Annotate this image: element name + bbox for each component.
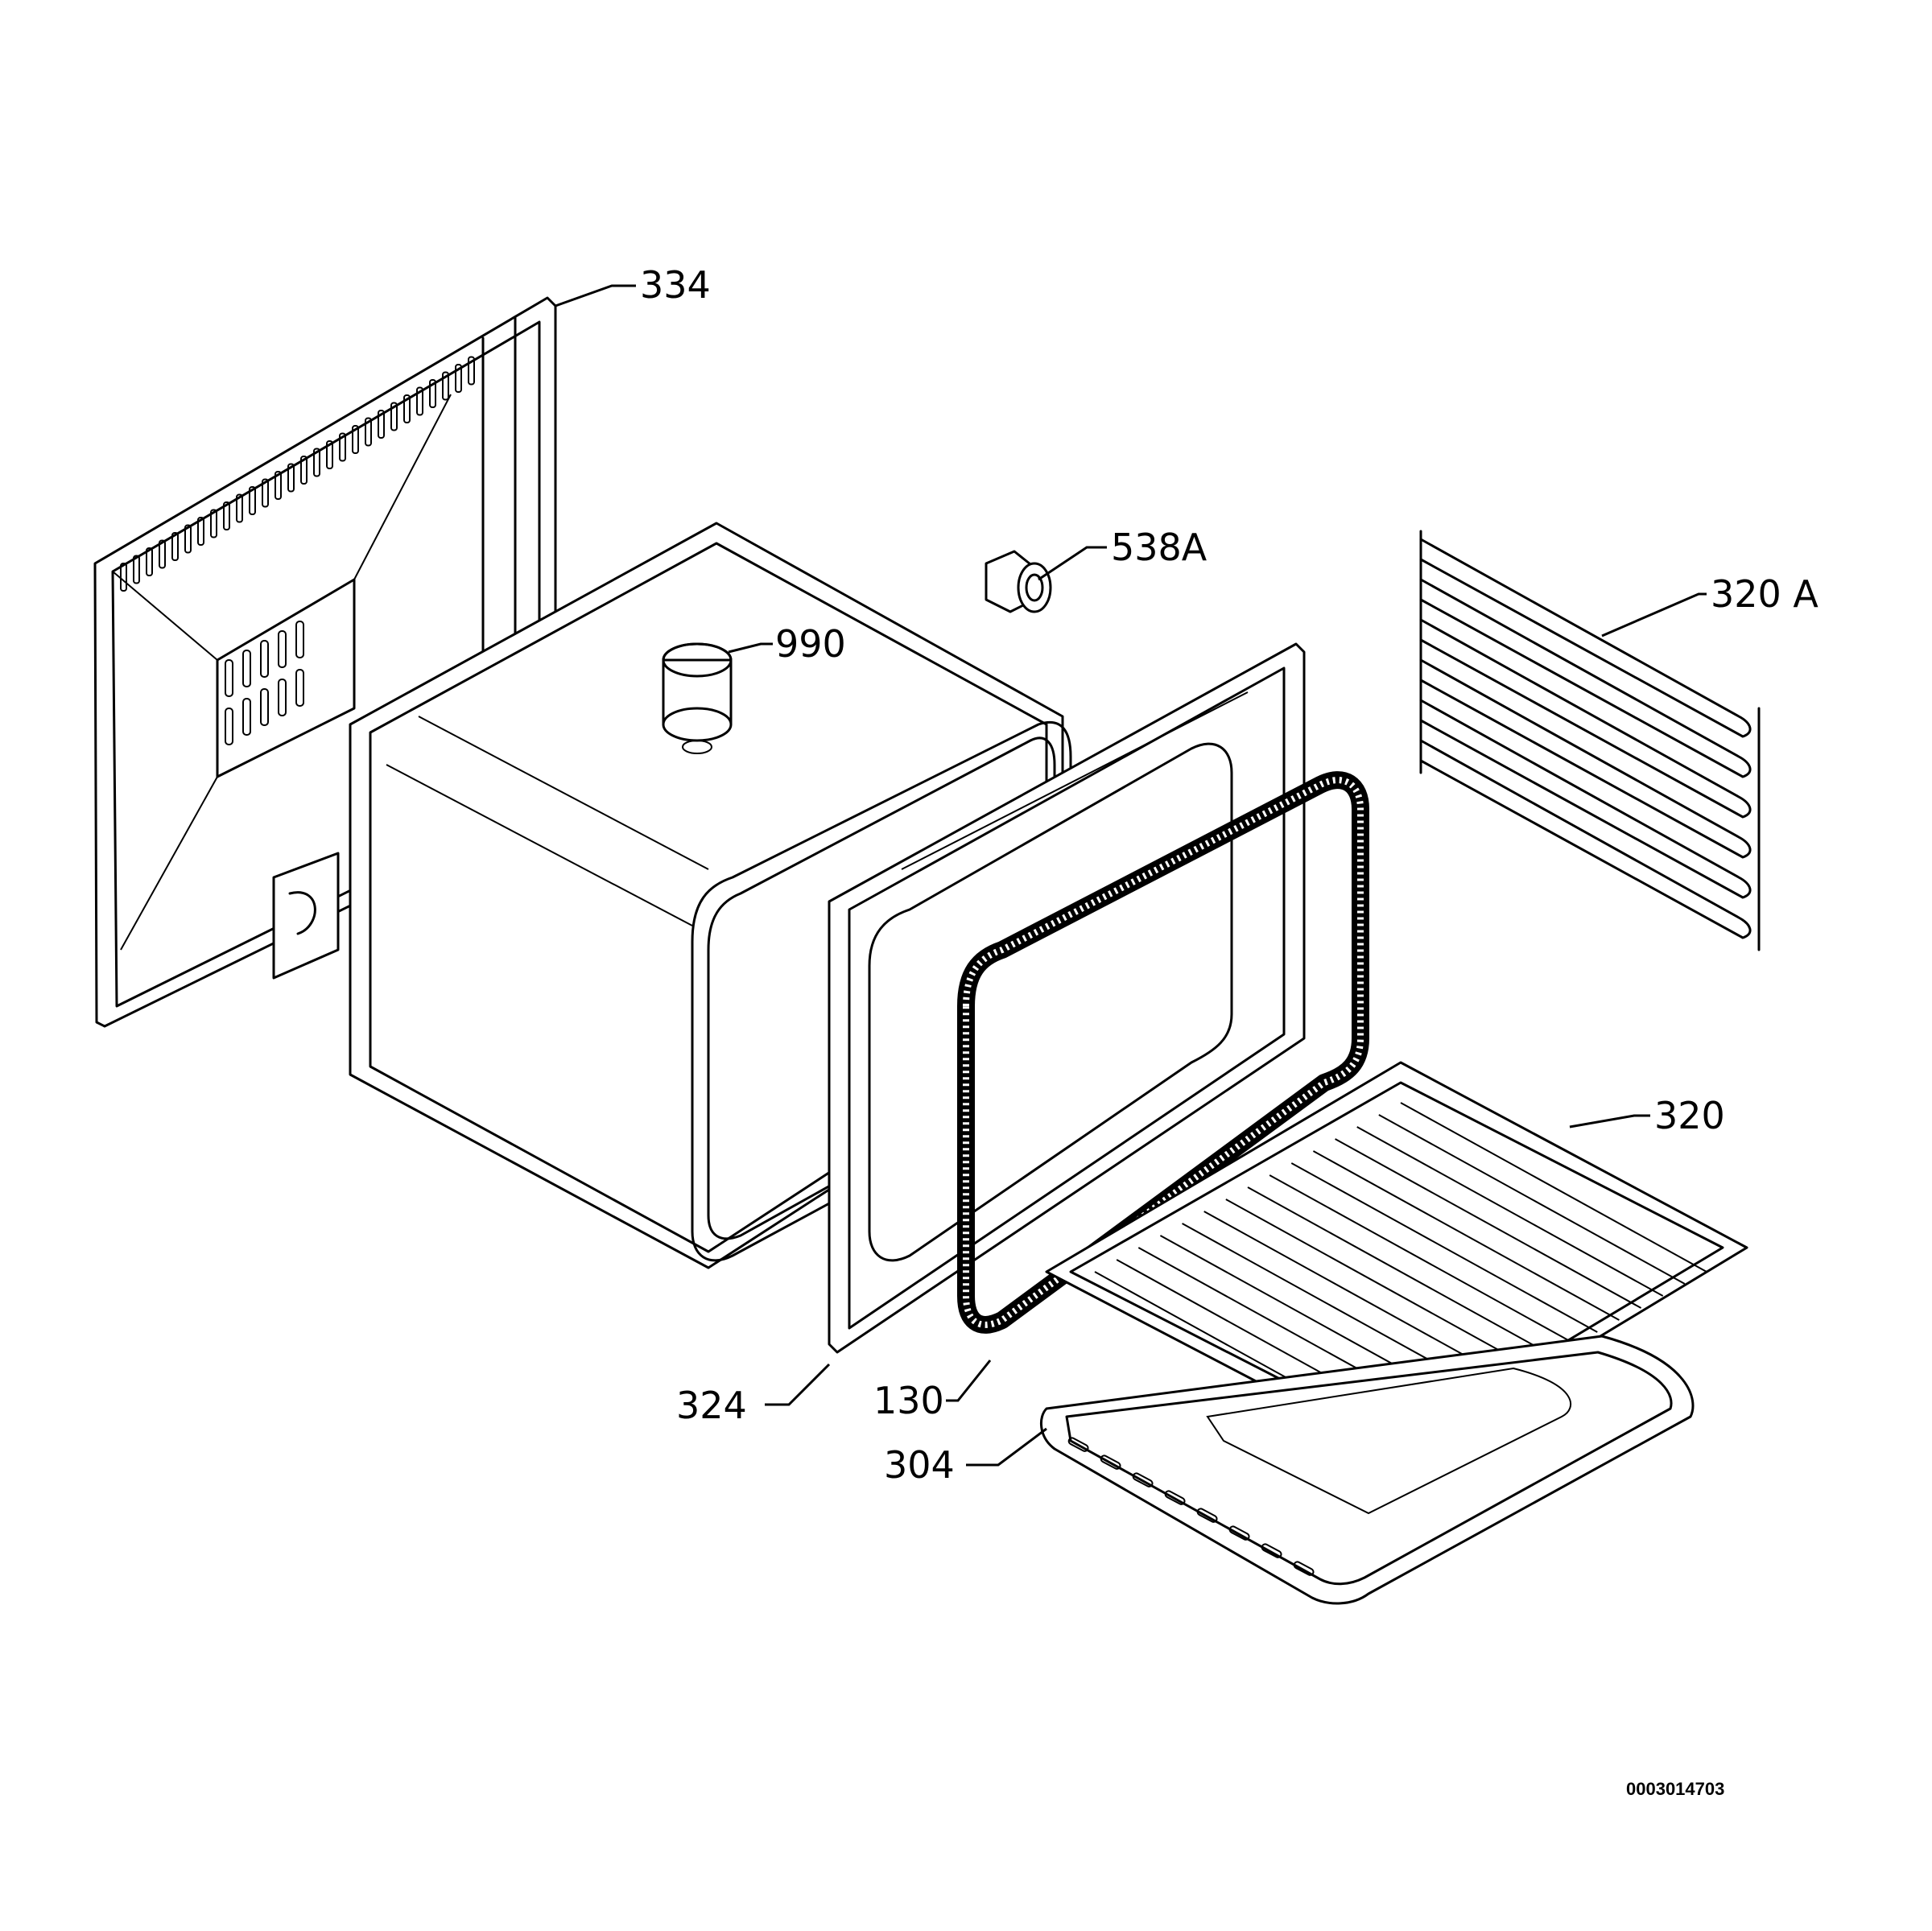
tray-slot <box>1293 1561 1315 1576</box>
tray-slot <box>1067 1437 1089 1452</box>
vent-slot <box>390 402 398 431</box>
vent-slot <box>429 379 436 408</box>
vent-slot <box>171 532 179 561</box>
vent-slot <box>455 364 462 393</box>
rack-rails <box>1419 538 1752 939</box>
tray-slots <box>1067 1437 1315 1576</box>
vent-slot <box>365 417 372 447</box>
callout-990: 990 <box>775 622 846 666</box>
vent-slot <box>260 688 269 726</box>
shelf-wire <box>1400 1102 1707 1273</box>
vent-slot <box>295 621 304 658</box>
callout-538a: 538A <box>1111 526 1208 569</box>
vent-slot <box>210 509 217 538</box>
tray-slot <box>1100 1454 1121 1470</box>
vent-slot <box>468 356 475 386</box>
shelf-wire <box>1378 1114 1686 1285</box>
plug-538a <box>985 550 1052 613</box>
door-seal-130 <box>957 771 1369 1334</box>
vent-slot <box>339 432 346 462</box>
shelf-wire <box>1312 1150 1620 1321</box>
vent-slot <box>197 517 204 546</box>
vent-slot <box>442 371 449 401</box>
tray-slot <box>1132 1472 1154 1487</box>
vent-slot <box>249 486 256 515</box>
rack-rail <box>1419 658 1752 859</box>
vent-slot <box>223 501 230 530</box>
baking-tray-304 <box>1039 1335 1695 1605</box>
vent-slot <box>287 463 295 493</box>
vent-slot <box>352 425 359 454</box>
callout-320a: 320 A <box>1711 572 1818 616</box>
tray-slot <box>1228 1525 1250 1541</box>
vent-slot <box>262 478 269 508</box>
shelf-wire <box>1335 1138 1642 1309</box>
vent-slot <box>313 448 320 477</box>
shelf-wire <box>1225 1199 1533 1369</box>
leader-lines <box>555 284 1707 1467</box>
vent-slot <box>416 386 423 416</box>
vent-slot <box>242 650 251 687</box>
drawing-code: 0003014703 <box>1626 1779 1724 1799</box>
callout-304: 304 <box>884 1443 955 1487</box>
ventilation-slots <box>120 356 475 745</box>
rack-rail <box>1419 538 1752 738</box>
rack-rail <box>1419 739 1752 939</box>
fan-cover-990 <box>662 642 733 754</box>
vent-slot <box>378 410 385 439</box>
vent-slot <box>236 493 243 523</box>
vent-slot <box>225 708 233 745</box>
vent-slot <box>278 630 287 668</box>
shelf-wire <box>1356 1126 1664 1297</box>
shelf-wires <box>1094 1102 1707 1442</box>
vent-slot <box>146 547 153 576</box>
shelf-wire <box>1203 1211 1511 1381</box>
callout-130: 130 <box>873 1379 944 1422</box>
tray-slot <box>1196 1508 1218 1523</box>
vent-slot <box>260 640 269 678</box>
rack-rail <box>1419 578 1752 778</box>
shelf-wire <box>1269 1174 1576 1345</box>
tray-slot <box>1261 1543 1282 1558</box>
vent-slot <box>275 471 282 500</box>
vent-slot <box>326 440 333 469</box>
vent-slot <box>159 539 166 569</box>
callout-334: 334 <box>640 263 711 307</box>
vent-slot <box>242 698 251 736</box>
rack-rail <box>1419 699 1752 899</box>
callout-324: 324 <box>676 1384 747 1427</box>
rack-rail <box>1419 618 1752 819</box>
vent-slot <box>225 659 233 697</box>
vent-slot <box>300 456 308 485</box>
vent-slot <box>120 563 127 592</box>
side-rack-320a <box>1419 530 1761 951</box>
vent-slot <box>184 524 192 554</box>
vent-slot <box>295 669 304 707</box>
shelf-wire <box>1290 1162 1598 1333</box>
front-frame-324 <box>828 642 1306 1354</box>
vent-slot <box>403 394 411 423</box>
tray-slot <box>1164 1490 1186 1505</box>
vent-slot <box>278 679 287 716</box>
shelf-wire <box>1247 1186 1554 1357</box>
vent-slot <box>133 555 140 584</box>
callout-320: 320 <box>1654 1094 1725 1137</box>
